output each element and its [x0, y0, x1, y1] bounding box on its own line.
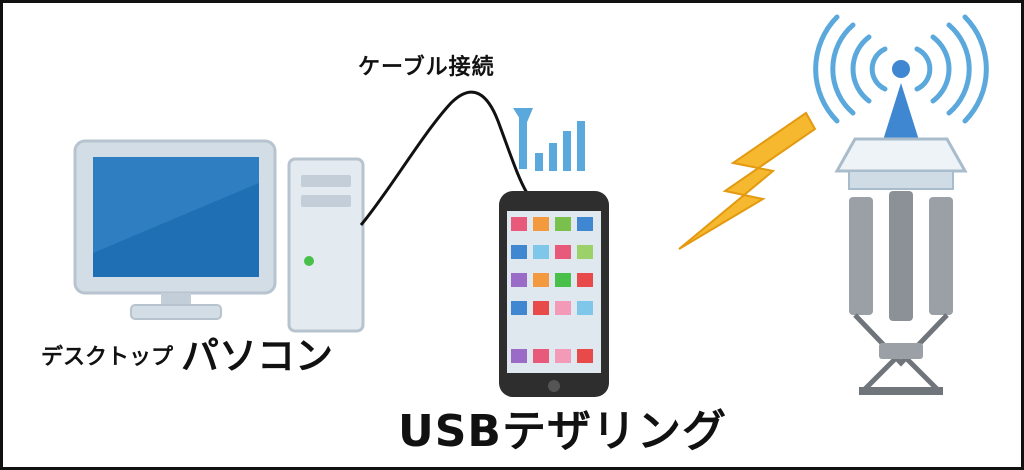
desktop-computer-icon [73, 139, 365, 333]
cell-tower-icon [813, 14, 989, 395]
smartphone-icon [499, 191, 609, 397]
lightning-bolt-icon [678, 111, 817, 250]
signal-antenna-icon [513, 108, 585, 171]
diagram-illustration [73, 14, 989, 397]
cable-connection-label: ケーブル接続 [358, 55, 495, 80]
desktop-label-big: パソコン [181, 334, 334, 378]
usb-tethering-label: USBテザリング [398, 406, 727, 457]
desktop-label-small: デスクトップ [41, 345, 174, 370]
cable-line [359, 90, 529, 226]
